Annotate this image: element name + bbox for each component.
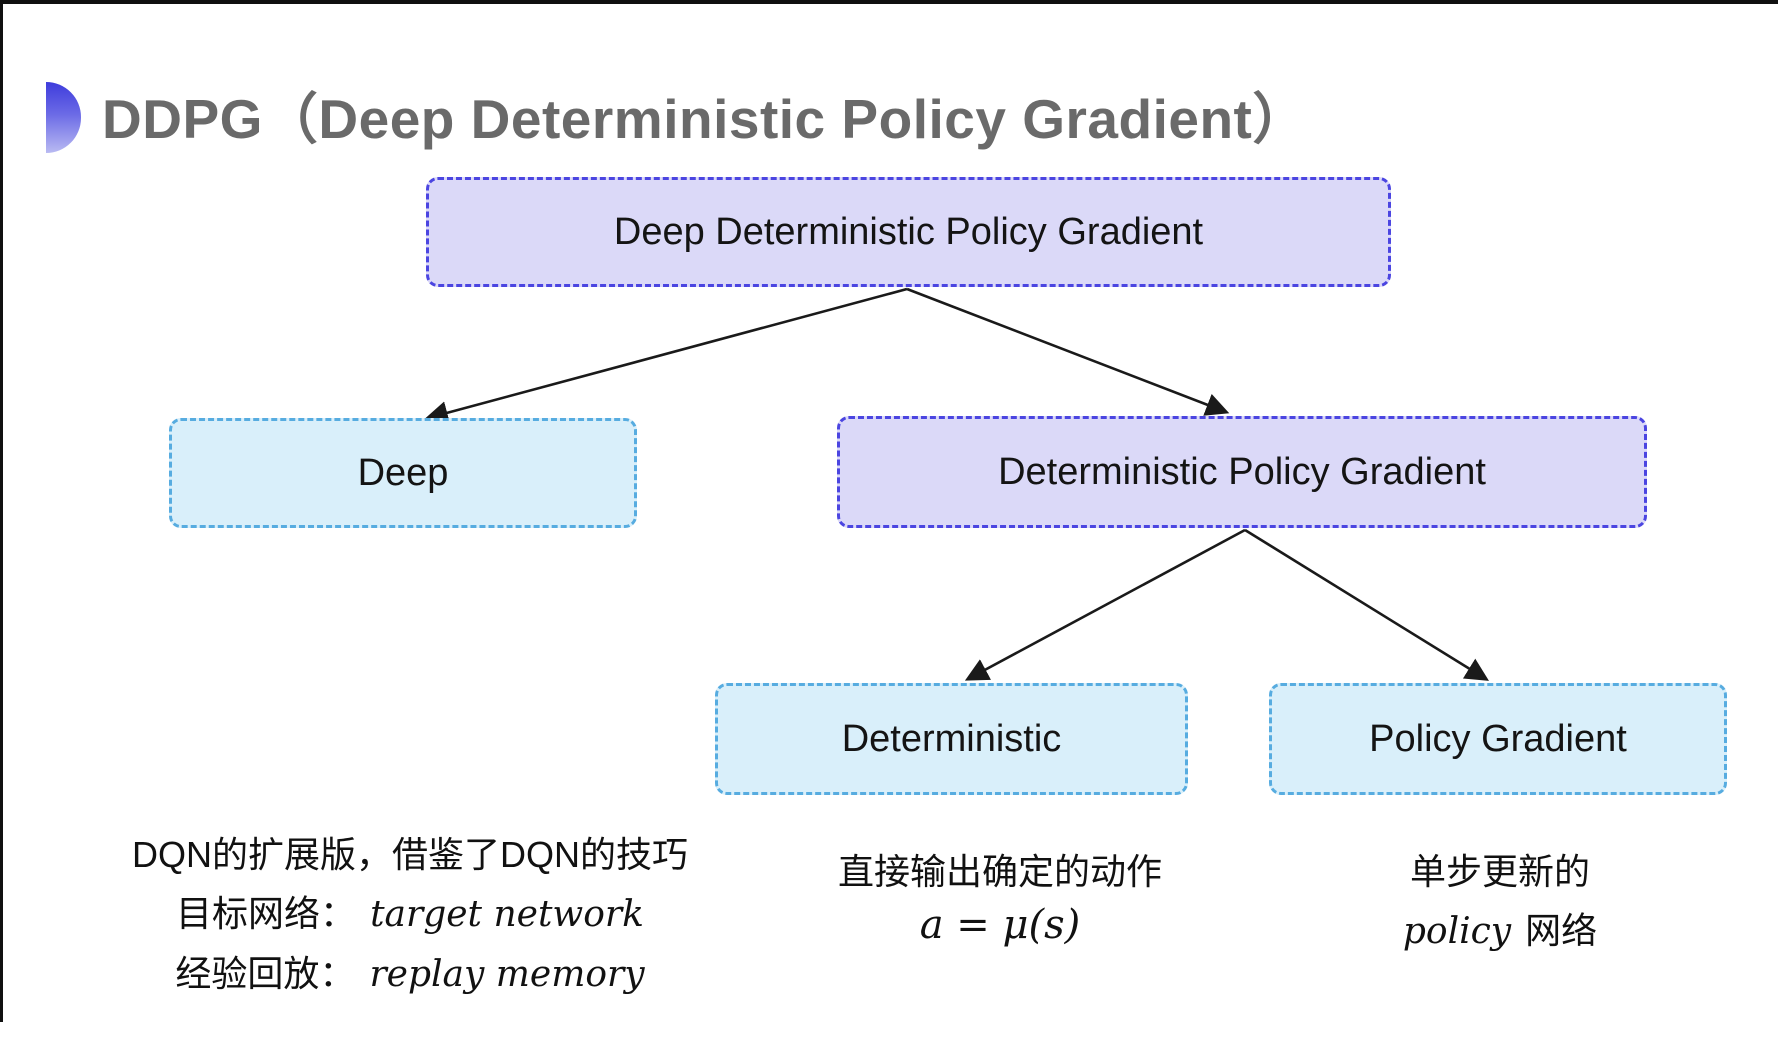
arrow-dpg-to-deterministic: [964, 528, 1246, 681]
replay-memory-value: replay memory: [369, 954, 645, 996]
node-deep-label: Deep: [357, 451, 449, 494]
note-policy-line1: 单步更新的: [1409, 851, 1590, 892]
note-deep-line2: 目标网络： target network: [118, 892, 702, 936]
page-title: DDPG（Deep Deterministic Policy Gradient）: [102, 88, 1308, 150]
left-border-line: [0, 0, 3, 1022]
node-policy-gradient-label: Policy Gradient: [1369, 717, 1627, 760]
node-root-label: Deep Deterministic Policy Gradient: [613, 210, 1204, 253]
node-deterministic-label: Deterministic: [841, 717, 1062, 760]
note-deep-line3: 经验回放： replay memory: [118, 952, 702, 996]
arrow-root-to-dpg: [906, 287, 1230, 416]
arrow-root-to-deep: [424, 287, 908, 425]
target-network-value: target network: [370, 894, 644, 936]
node-deterministic: Deterministic: [715, 683, 1188, 795]
replay-memory-label: 经验回放：: [175, 953, 356, 995]
note-policy-gradient: 单步更新的 policy 网络: [1290, 850, 1710, 953]
target-network-label: 目标网络：: [176, 893, 357, 935]
top-border-line: [0, 0, 1778, 4]
policy-suffix: 网络: [1525, 910, 1598, 952]
title-bullet-icon: [46, 82, 81, 153]
node-dpg-label: Deterministic Policy Gradient: [998, 450, 1486, 493]
note-policy-line2: policy 网络: [1290, 909, 1710, 953]
note-deterministic-line1: 直接输出确定的动作: [837, 851, 1162, 892]
note-deterministic: 直接输出确定的动作 a = μ(s): [780, 850, 1220, 949]
arrow-dpg-to-policy-gradient: [1244, 528, 1489, 681]
deterministic-formula: a = μ(s): [919, 902, 1081, 949]
policy-word: policy: [1402, 911, 1512, 953]
note-deep: DQN的扩展版，借鉴了DQN的技巧 目标网络： target network 经验…: [118, 833, 702, 997]
node-policy-gradient: Policy Gradient: [1269, 683, 1727, 795]
node-deep: Deep: [169, 418, 637, 528]
node-root: Deep Deterministic Policy Gradient: [426, 177, 1391, 287]
node-deterministic-policy-gradient: Deterministic Policy Gradient: [837, 416, 1647, 528]
note-deep-line1: DQN的扩展版，借鉴了DQN的技巧: [132, 834, 688, 875]
